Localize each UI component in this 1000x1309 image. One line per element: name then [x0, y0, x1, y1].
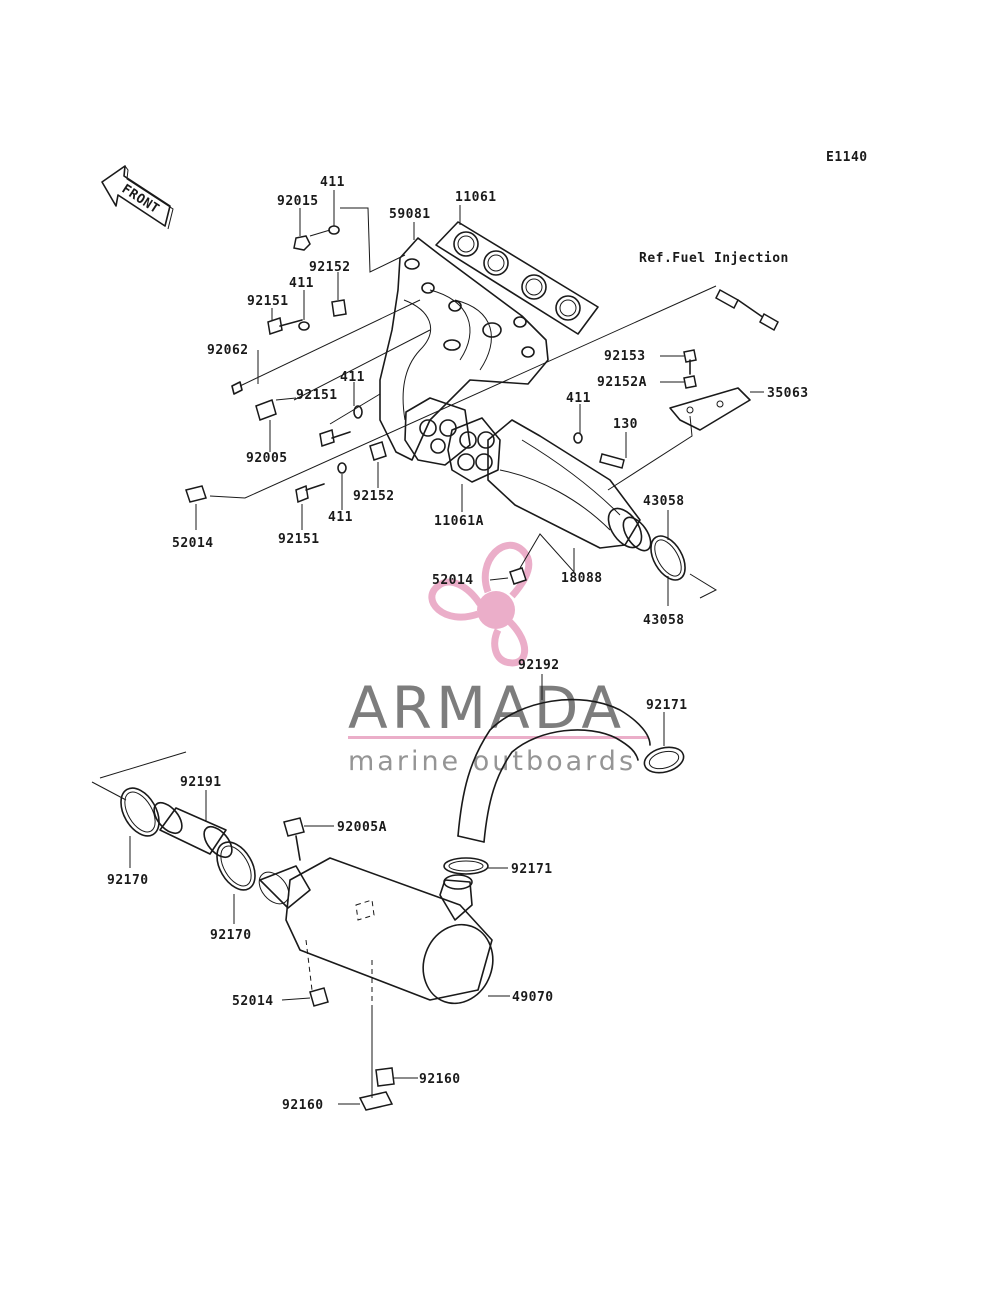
watermark-logo: ARMADA marine outboards	[348, 541, 648, 777]
label-18088: 18088	[561, 571, 603, 586]
label-92171: 92171	[511, 862, 553, 877]
label-35063: 35063	[767, 386, 809, 401]
pipe-clamps-43058	[650, 535, 686, 581]
label-92005: 92005	[246, 451, 288, 466]
hose-clamps-92171	[443, 746, 685, 875]
label-43058: 43058	[643, 494, 685, 509]
label-52014: 52014	[172, 536, 214, 551]
label-130: 130	[613, 417, 638, 432]
label-43058: 43058	[643, 613, 685, 628]
label-92151: 92151	[296, 388, 338, 403]
mounting-bracket	[669, 387, 751, 431]
label-92153: 92153	[604, 349, 646, 364]
label-52014: 52014	[232, 994, 274, 1009]
leader-lines	[91, 190, 764, 1105]
label-411: 411	[289, 276, 314, 291]
label-411: 411	[328, 510, 353, 525]
label-92170: 92170	[210, 928, 252, 943]
label-92170: 92170	[107, 873, 149, 888]
label-92015: 92015	[277, 194, 319, 209]
exhaust-pipe	[487, 419, 652, 552]
label-59081: 59081	[389, 207, 431, 222]
manifold-outlet-flange	[404, 397, 471, 466]
label-92160: 92160	[282, 1098, 324, 1113]
connector-tube	[153, 801, 233, 859]
label-49070: 49070	[512, 990, 554, 1005]
front-arrow-icon: FRONT	[101, 165, 174, 230]
label-92171: 92171	[646, 698, 688, 713]
label-92151: 92151	[247, 294, 289, 309]
label-92152: 92152	[309, 260, 351, 275]
manifold-gasket	[435, 221, 599, 335]
watermark-tagline: marine outboards	[348, 746, 636, 777]
label-52014: 52014	[432, 573, 474, 588]
ref-fuel-injection: Ref.Fuel Injection	[639, 251, 789, 266]
label-92160: 92160	[419, 1072, 461, 1087]
label-411: 411	[340, 370, 365, 385]
label-92191: 92191	[180, 775, 222, 790]
label-11061A: 11061A	[434, 514, 484, 529]
label-92152: 92152	[353, 489, 395, 504]
label-92005A: 92005A	[337, 820, 387, 835]
label-11061: 11061	[455, 190, 497, 205]
diagram-code: E1140	[826, 150, 868, 165]
label-411: 411	[566, 391, 591, 406]
outlet-gasket	[447, 417, 501, 483]
water-hose	[457, 698, 651, 843]
tube-clamps-92170	[120, 787, 256, 891]
label-411: 411	[320, 175, 345, 190]
label-92062: 92062	[207, 343, 249, 358]
fasteners	[185, 225, 779, 1111]
label-92151: 92151	[278, 532, 320, 547]
label-92192: 92192	[518, 658, 560, 673]
muffler	[258, 857, 494, 1005]
part-labels: 411 92015 59081 11061 92152 411 92151 92…	[107, 175, 809, 1113]
watermark-brand: ARMADA	[348, 674, 625, 742]
exhaust-manifold	[379, 237, 549, 461]
label-92152A: 92152A	[597, 375, 647, 390]
